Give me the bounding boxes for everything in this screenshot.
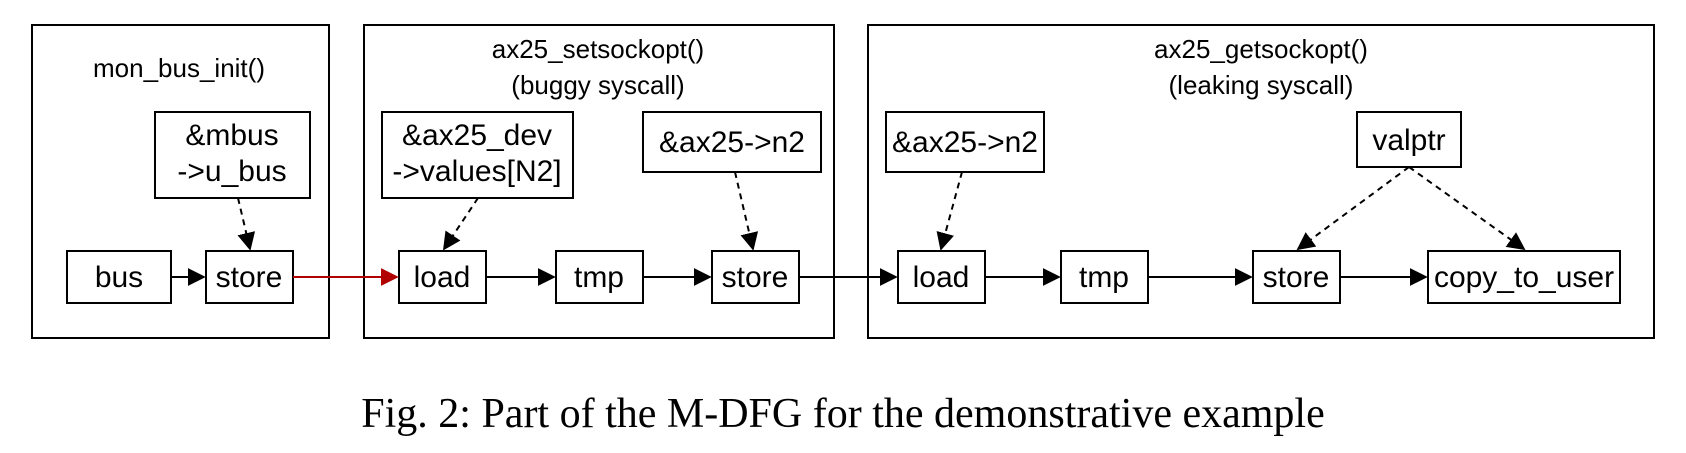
- group-subtitle-getsockopt: (leaking syscall): [1169, 70, 1354, 100]
- node-ax25-n2-b: [885, 111, 1045, 173]
- node-ax25-n2-b-label: &ax25->n2: [892, 126, 1038, 159]
- dashed-edge-ax25dev-to-load: [443, 197, 479, 251]
- node-bus-label: bus: [95, 261, 143, 294]
- node-valptr-label: valptr: [1372, 124, 1445, 157]
- dashed-edge-n2-to-store: [734, 171, 759, 251]
- dashed-edge-valptr-to-copy-to-user: [1408, 166, 1526, 251]
- node-bus: [66, 250, 172, 304]
- group-ax25-setsockopt: [363, 24, 835, 339]
- group-subtitle-setsockopt: (buggy syscall): [511, 70, 684, 100]
- node-tmp-1: [555, 250, 644, 304]
- node-tmp-1-label: tmp: [574, 261, 624, 294]
- node-load-1-label: load: [414, 261, 471, 294]
- node-ax25-dev-values-line2: ->values[N2]: [392, 155, 561, 188]
- node-load-2: [897, 250, 986, 304]
- node-store-3: [1252, 250, 1341, 304]
- dashed-edge-valptr-to-store: [1296, 166, 1410, 251]
- group-title-getsockopt: ax25_getsockopt(): [1154, 34, 1368, 64]
- node-mbus-u-bus: [154, 111, 311, 199]
- dashed-edge-n2-to-load: [936, 171, 963, 251]
- node-store-3-label: store: [1263, 261, 1330, 294]
- node-ax25-dev-values: [381, 111, 574, 199]
- figure-caption: Fig. 2: Part of the M-DFG for the demons…: [361, 391, 1324, 437]
- node-load-2-label: load: [913, 261, 970, 294]
- node-store-1-label: store: [216, 261, 283, 294]
- node-tmp-2-label: tmp: [1079, 261, 1129, 294]
- node-mbus-u-bus-line2: ->u_bus: [177, 155, 286, 188]
- node-ax25-n2-a: [642, 111, 822, 173]
- node-valptr: [1356, 111, 1462, 168]
- group-title-mon-bus-init: mon_bus_init(): [93, 53, 265, 83]
- node-store-2-label: store: [722, 261, 789, 294]
- group-mon-bus-init: [31, 24, 330, 339]
- node-ax25-n2-a-label: &ax25->n2: [659, 126, 805, 159]
- node-copy-to-user-label: copy_to_user: [1434, 261, 1614, 294]
- node-copy-to-user: [1427, 250, 1621, 304]
- dashed-edge-mbus-to-store: [237, 197, 256, 251]
- node-store-1: [205, 250, 294, 304]
- node-tmp-2: [1060, 250, 1149, 304]
- node-mbus-u-bus-line1: &mbus: [185, 119, 278, 152]
- group-ax25-getsockopt: [867, 24, 1655, 339]
- group-title-setsockopt: ax25_setsockopt(): [492, 34, 704, 64]
- node-ax25-dev-values-line1: &ax25_dev: [402, 119, 552, 152]
